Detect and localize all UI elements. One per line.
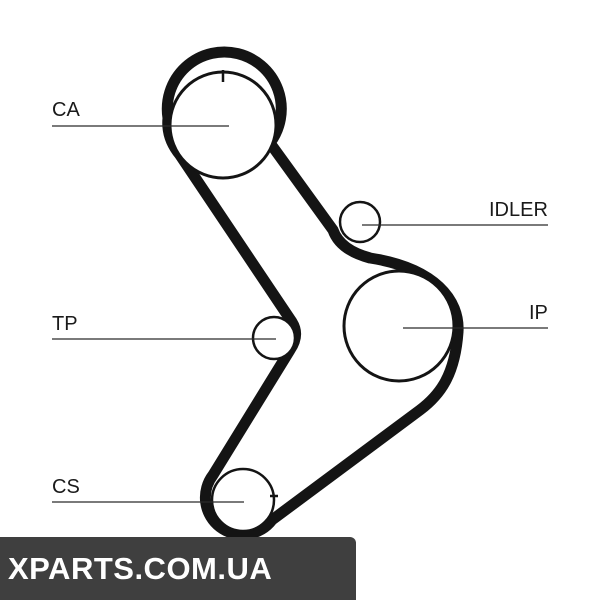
label-idler: IDLER	[489, 199, 548, 221]
idler-pulley	[338, 200, 382, 244]
label-cs: CS	[52, 476, 80, 498]
intermediate-pulley	[342, 269, 456, 383]
watermark-text: XPARTS.COM.UA	[8, 551, 273, 586]
label-ca: CA	[52, 99, 80, 121]
tensioner-pulley	[251, 315, 297, 361]
watermark-banner: XPARTS.COM.UA	[0, 537, 356, 600]
crankshaft-pulley	[210, 467, 276, 533]
label-tp: TP	[52, 313, 78, 335]
camshaft-pulley	[168, 70, 278, 180]
label-ip: IP	[529, 302, 548, 324]
